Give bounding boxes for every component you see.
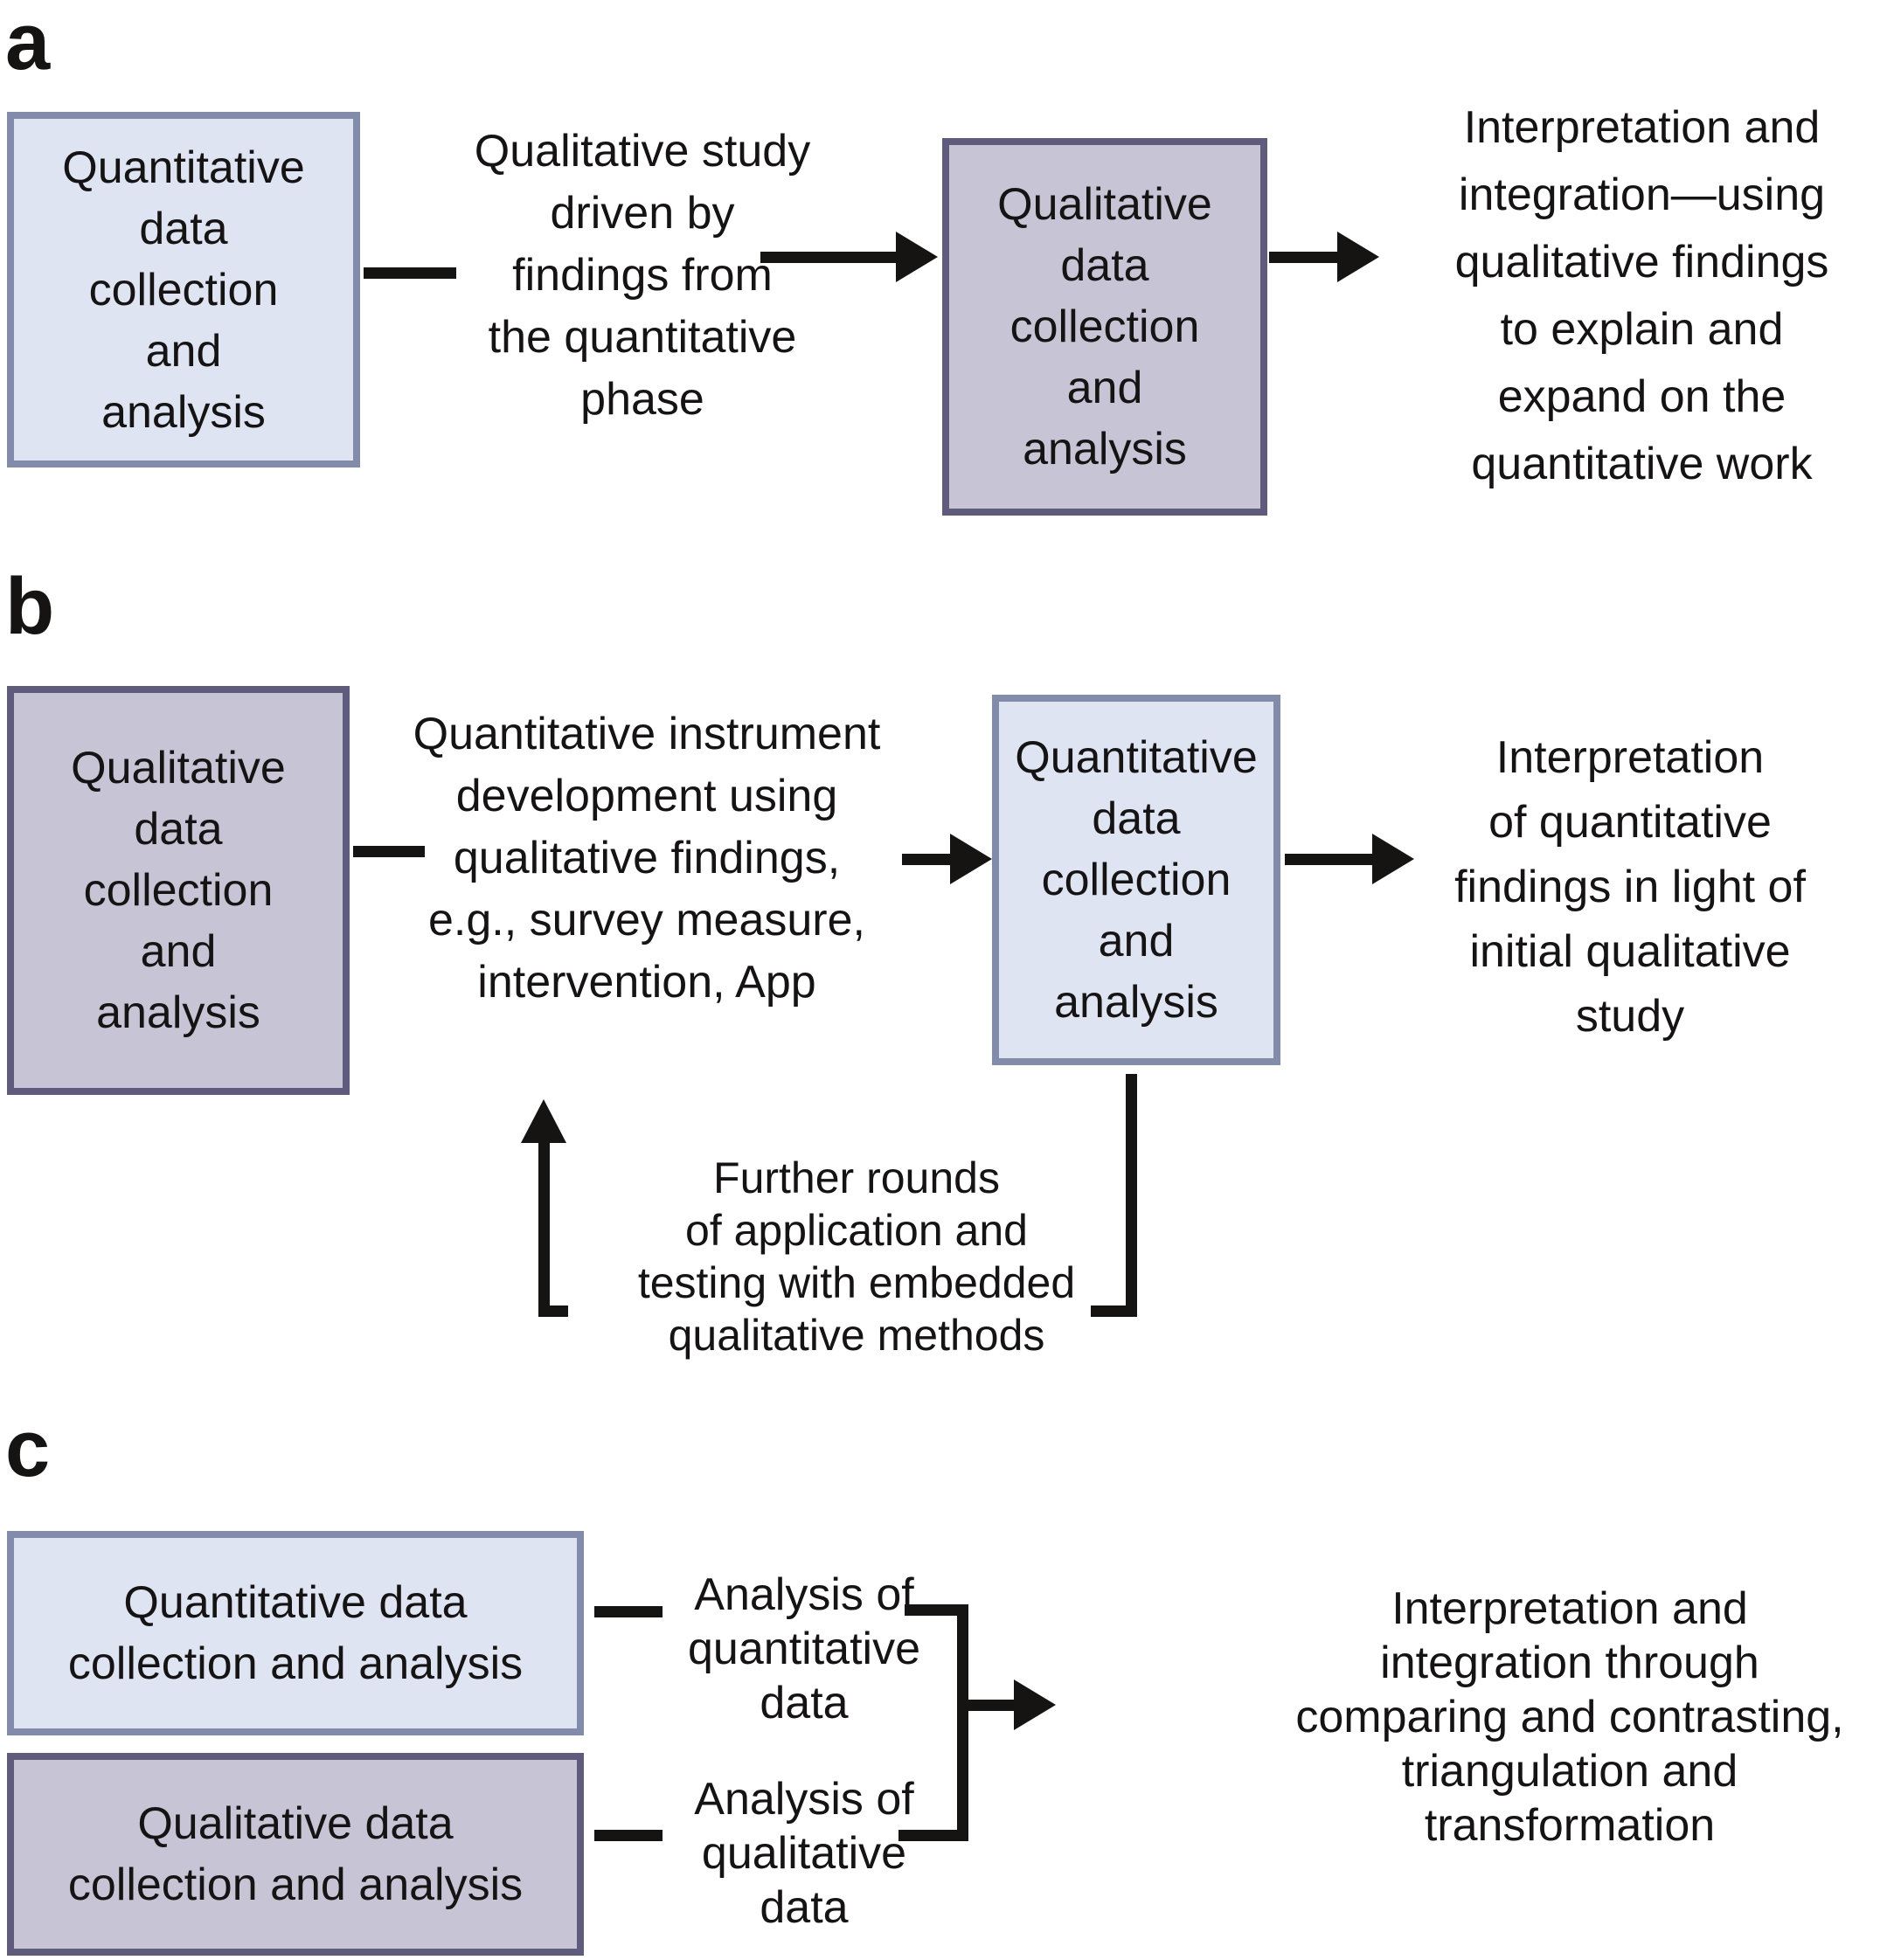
panel-a-label: a <box>5 0 51 87</box>
arrow-right-icon <box>1372 834 1414 884</box>
panel-c-qualitative-box: Qualitative data collection and analysis <box>7 1753 584 1956</box>
panel-a-qualitative-box: Qualitative data collection and analysis <box>942 138 1267 516</box>
arrow-up-icon <box>521 1099 566 1143</box>
panel-b-arrow-2 <box>1285 834 1414 884</box>
panel-b-qualitative-box: Qualitative data collection and analysis <box>7 686 350 1095</box>
panel-c-qual-connector-line <box>594 1830 663 1841</box>
panel-a-quantitative-box-text: Quantitative data collection and analysi… <box>62 142 305 438</box>
panel-c-arrow <box>968 1680 1056 1730</box>
panel-b-instrument-text: Quantitative instrument development usin… <box>413 709 881 1008</box>
panel-b-qualitative-box-text: Qualitative data collection and analysis <box>71 743 286 1038</box>
panel-c-bracket-top <box>905 1604 968 1616</box>
arrow-right-icon <box>896 232 938 282</box>
panel-b-connector-line <box>353 846 425 857</box>
panel-b-feedback-left-foot <box>538 1306 568 1317</box>
arrow-shaft <box>760 251 896 263</box>
arrow-shaft <box>902 853 950 865</box>
panel-b-feedback-right-foot <box>1091 1306 1137 1317</box>
arrow-shaft <box>1269 251 1337 263</box>
panel-a-outcome-text: Interpretation and integration—using qua… <box>1454 102 1829 489</box>
panel-c-bracket-vertical <box>957 1604 968 1841</box>
panel-c-qualitative-box-text: Qualitative data collection and analysis <box>67 1798 524 1910</box>
panel-c-analysis-qual-text: Analysis of qualitative data <box>694 1774 914 1933</box>
panel-b-quantitative-box-text: Quantitative data collection and analysi… <box>1015 732 1258 1028</box>
panel-b-feedback-up-shaft <box>538 1139 550 1317</box>
panel-c-quantitative-box-text: Quantitative data collection and analysi… <box>67 1577 524 1689</box>
panel-c-quantitative-box: Quantitative data collection and analysi… <box>7 1531 584 1735</box>
arrow-right-icon <box>950 834 992 884</box>
panel-c-quant-connector-line <box>594 1606 663 1617</box>
panel-b-outcome-text: Interpretation of quantitative findings … <box>1454 732 1806 1042</box>
arrow-shaft <box>1285 853 1372 865</box>
panel-a-arrow-2 <box>1269 232 1379 282</box>
panel-b-feedback-text: Further rounds of application and testin… <box>637 1153 1076 1360</box>
panel-a-quantitative-box: Quantitative data collection and analysi… <box>7 112 360 467</box>
panel-a-arrow-1 <box>760 232 938 282</box>
arrow-shaft <box>968 1699 1014 1711</box>
panel-a-driver-text: Qualitative study driven by findings fro… <box>474 126 811 425</box>
panel-c-bracket-bottom <box>898 1830 968 1841</box>
panel-a-qualitative-box-text: Qualitative data collection and analysis <box>997 179 1212 474</box>
panel-b-arrow-1 <box>902 834 992 884</box>
arrow-right-icon <box>1014 1680 1056 1730</box>
panel-b-quantitative-box: Quantitative data collection and analysi… <box>992 695 1280 1065</box>
panel-c-outcome-text: Interpretation and integration through c… <box>1295 1583 1844 1851</box>
panel-a-connector-line <box>364 267 456 279</box>
panel-c-analysis-quant-text: Analysis of quantitative data <box>688 1569 920 1728</box>
panel-b-label: b <box>5 562 55 651</box>
panel-b-feedback-down-line <box>1126 1074 1137 1317</box>
arrow-right-icon <box>1337 232 1379 282</box>
panel-c-label: c <box>5 1404 51 1493</box>
